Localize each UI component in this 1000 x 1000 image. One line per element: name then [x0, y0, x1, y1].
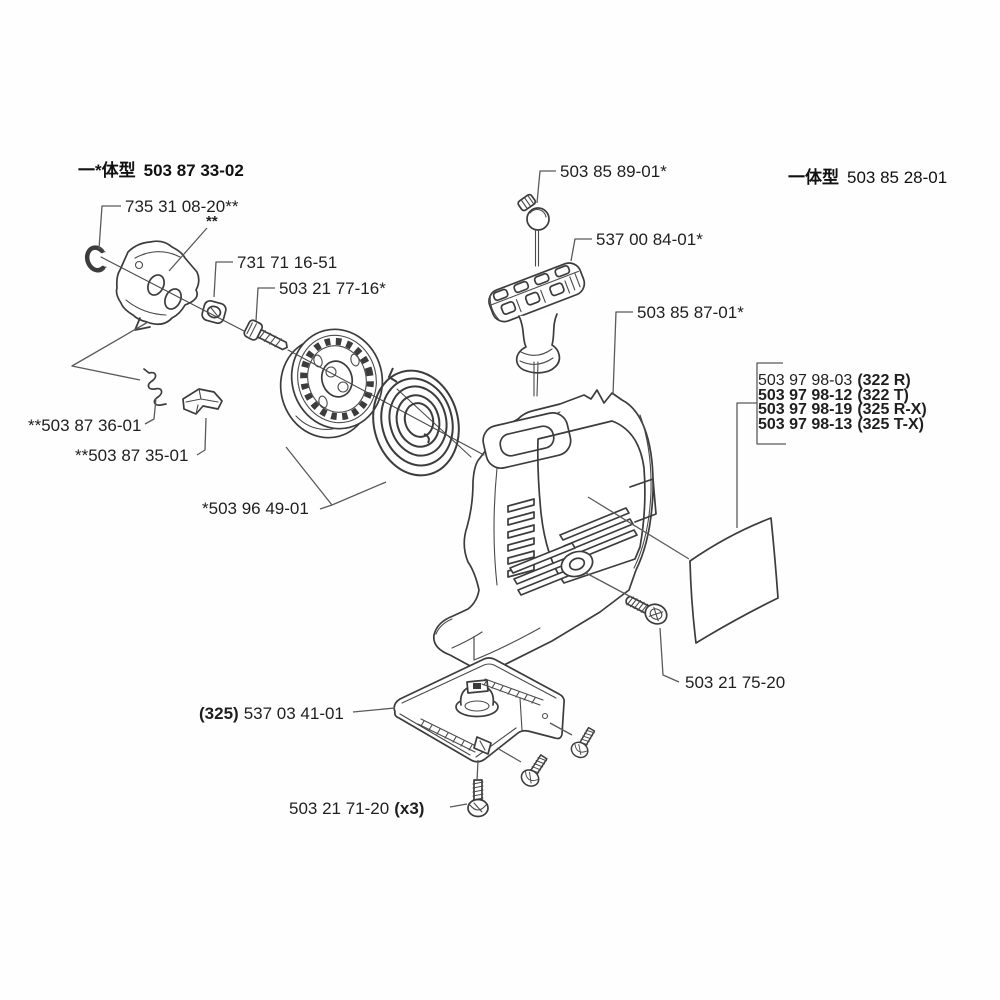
label-bolt: 503 21 77-16* [279, 279, 386, 298]
label-plate-screws-qty: (x3) [394, 799, 424, 818]
title-right-number: 503 85 28-01 [847, 168, 947, 187]
label-nut: 731 71 16-51 [237, 253, 337, 272]
label-footnote-marks: ** [206, 213, 218, 230]
decal-sheet-part [689, 517, 779, 644]
variant-1-number: 503 97 98-03 [758, 372, 852, 389]
variant-2-model: (322 T) [857, 387, 909, 404]
rope-boss [560, 550, 594, 578]
pawl-carrier-part [115, 240, 200, 331]
label-pulley-and-spring: *503 96 49-01 [202, 499, 309, 518]
recoil-spring-part [372, 367, 460, 477]
plate-screw-3 [570, 726, 596, 759]
starter-handle-part [488, 262, 586, 374]
starter-pawl-part [182, 388, 223, 415]
flange-nut-part [201, 299, 227, 325]
label-plate-prefix: (325) [199, 704, 239, 723]
decal-variant-list: 503 97 98-03(322 R) 503 97 98-12(322 T) … [758, 372, 927, 433]
label-pawl: **503 87 35-01 [75, 446, 188, 465]
variant-4-model: (325 T-X) [857, 416, 924, 433]
title-left-prefix: 一*体型 [78, 160, 136, 180]
starter-rope [533, 229, 540, 397]
plate-slot-rails [417, 678, 544, 753]
title-right: 一体型 503 85 28-01 [788, 167, 947, 187]
label-housing-screw: 503 21 75-20 [685, 673, 785, 692]
starter-housing-part [432, 389, 657, 672]
label-plate: (325) 537 03 41-01 [199, 704, 344, 723]
variant-1-model: (322 R) [857, 372, 910, 389]
title-right-prefix: 一体型 [788, 167, 839, 187]
variant-row-1: 503 97 98-03 (322 R) [758, 372, 911, 389]
label-pawl-spring: **503 87 36-01 [28, 416, 141, 435]
plate-screw-2 [520, 754, 548, 787]
label-handle: 537 00 84-01* [596, 230, 703, 249]
starter-pulley-part [279, 328, 384, 439]
bottom-plate-part [393, 657, 565, 763]
retainer-clip-part [84, 245, 107, 273]
label-plate-screws: 503 21 71-20 (x3) [289, 799, 424, 818]
bolt-part [243, 319, 288, 351]
return-spring-part [143, 368, 167, 406]
leader-lines [71, 170, 786, 808]
title-left: 一*体型 503 87 33-02 [78, 160, 244, 180]
label-clip: 735 31 08-20** [125, 197, 239, 216]
variant-3-model: (325 R-X) [857, 401, 926, 418]
variant-row-4: 503 97 98-13 (325 T-X) [758, 416, 924, 433]
label-housing: 503 85 87-01* [637, 303, 744, 322]
label-plate-number: 537 03 41-01 [244, 704, 344, 723]
label-plate-screws-number: 503 21 71-20 [289, 799, 389, 818]
variant-4-number: 503 97 98-13 [758, 416, 852, 433]
plate-screw-1 [467, 779, 489, 818]
rope-knob-part [517, 193, 550, 231]
label-rope-knob: 503 85 89-01* [560, 162, 667, 181]
variant-2-number: 503 97 98-12 [758, 387, 852, 404]
variant-3-number: 503 97 98-19 [758, 401, 852, 418]
variant-row-2: 503 97 98-12 (322 T) [758, 387, 909, 404]
title-left-number: 503 87 33-02 [144, 161, 244, 180]
variant-row-3: 503 97 98-19 (325 R-X) [758, 401, 927, 418]
